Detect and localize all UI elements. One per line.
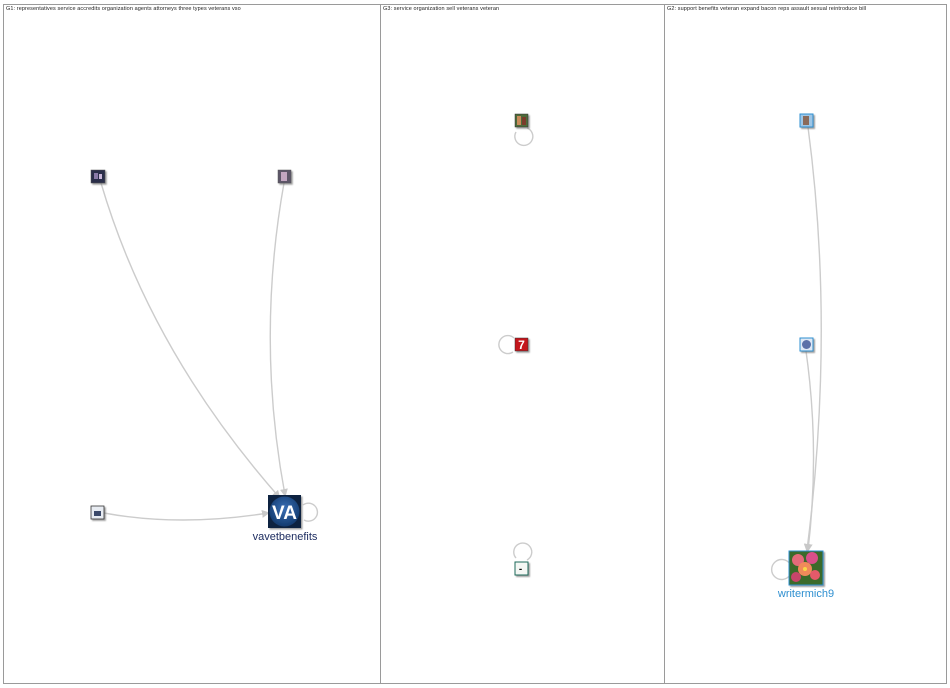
group-title-g1: G1: representatives service accredits or… xyxy=(6,6,241,12)
node-g1-user-b xyxy=(277,169,292,184)
group-panel-g1: G1: representatives service accredits or… xyxy=(3,4,381,684)
dash-logo-text: - xyxy=(519,564,522,575)
node-g3-user-bottom: - xyxy=(514,561,529,576)
node-g1-user-c xyxy=(90,505,105,520)
node-writermich9 xyxy=(788,550,824,586)
edge-g1-b xyxy=(269,182,288,497)
self-loop-vavetbenefits xyxy=(302,502,319,522)
node-label-vavetbenefits: vavetbenefits xyxy=(253,531,318,543)
self-loop-writermich9 xyxy=(770,558,791,581)
node-label-writermich9: writermich9 xyxy=(777,588,834,600)
node-g2-user-top xyxy=(799,113,814,128)
self-loop-g3-bottom xyxy=(513,542,533,561)
edge-g1-c xyxy=(103,509,270,521)
group-title-g2: G2: support benefits veteran expand baco… xyxy=(667,6,867,12)
seven-logo-text: 7 xyxy=(518,338,525,352)
edge-g2-b xyxy=(804,350,815,552)
group-title-g3: G3: service organization sell veterans v… xyxy=(383,6,500,12)
va-logo-text: VA xyxy=(272,503,297,524)
self-loop-g3-mid xyxy=(498,334,515,355)
node-g2-user-mid xyxy=(799,337,814,352)
node-vavetbenefits: VA xyxy=(268,495,301,528)
node-g1-user-a xyxy=(90,169,106,184)
node-g3-user-top xyxy=(514,113,529,128)
edge-g2-a xyxy=(803,126,822,552)
self-loop-g3-top xyxy=(514,127,534,147)
edge-g1-a xyxy=(100,182,281,499)
node-g3-user-mid: 7 xyxy=(514,337,529,352)
